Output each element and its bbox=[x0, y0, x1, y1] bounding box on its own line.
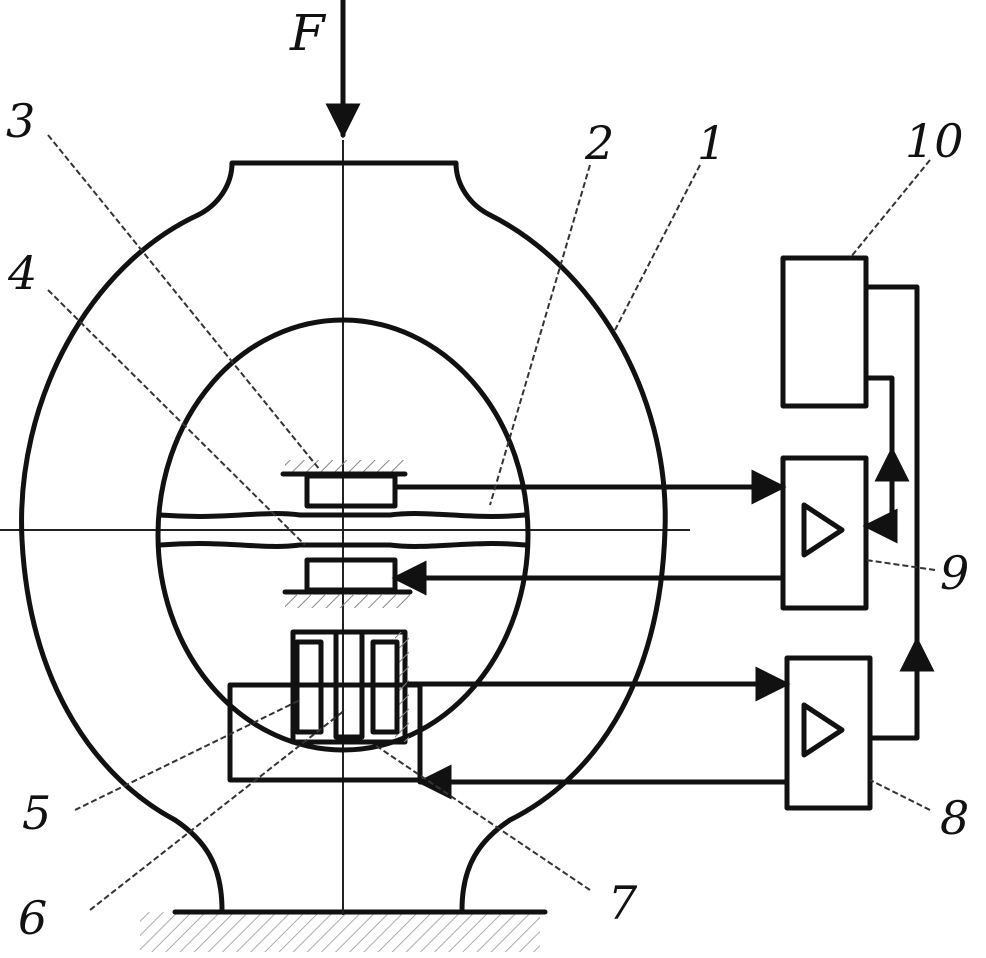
label-5: 5 bbox=[22, 786, 52, 840]
wire-amp8-to-block10 bbox=[863, 284, 920, 741]
elastic-beam-lower bbox=[157, 541, 528, 549]
label-1: 1 bbox=[697, 116, 727, 170]
leader-6 bbox=[89, 709, 346, 911]
leader-10 bbox=[849, 159, 931, 259]
upper-transducer bbox=[304, 473, 398, 509]
amplifier-9-triangle-icon bbox=[801, 502, 845, 558]
sensor-frame bbox=[227, 682, 423, 783]
leader-8 bbox=[869, 779, 931, 811]
label-force: F bbox=[290, 4, 325, 62]
coil-left bbox=[294, 639, 324, 735]
leader-5 bbox=[74, 699, 301, 811]
block-10-display bbox=[780, 255, 869, 409]
leader-1 bbox=[614, 164, 701, 331]
coil-right bbox=[370, 639, 400, 735]
lower-mount-hatch bbox=[285, 594, 410, 608]
amplifier-8 bbox=[784, 655, 873, 811]
outer-elastic-body bbox=[19, 160, 668, 913]
label-8: 8 bbox=[940, 791, 970, 845]
inner-cavity bbox=[155, 317, 531, 753]
label-10: 10 bbox=[905, 114, 964, 168]
ground-base-hatch bbox=[140, 912, 540, 952]
label-9: 9 bbox=[940, 546, 970, 600]
label-3: 3 bbox=[6, 94, 36, 148]
label-7: 7 bbox=[608, 876, 638, 930]
amplifier-9 bbox=[780, 455, 869, 611]
leader-2 bbox=[489, 164, 591, 506]
leader-4 bbox=[47, 289, 306, 546]
lower-transducer bbox=[304, 557, 398, 593]
leader-7 bbox=[374, 744, 591, 891]
leader-9 bbox=[865, 559, 936, 571]
core-center bbox=[333, 629, 365, 740]
wire-amp9-to-block10 bbox=[862, 375, 898, 544]
amplifier-8-triangle-icon bbox=[801, 702, 845, 758]
label-6: 6 bbox=[18, 891, 48, 945]
label-2: 2 bbox=[585, 116, 615, 170]
elastic-beam-upper bbox=[157, 511, 528, 519]
label-4: 4 bbox=[8, 246, 38, 300]
